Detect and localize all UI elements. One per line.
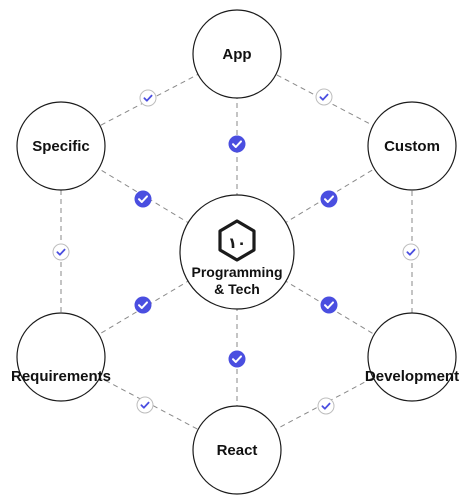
node-requirements-circle [16,312,106,402]
check-icon [228,350,246,368]
check-icon [402,243,420,261]
node-development-circle [367,312,457,402]
check-icon [320,190,338,208]
node-app-circle [192,9,282,99]
node-custom-label: Custom [384,138,440,155]
node-specific: Specific [16,101,106,191]
center-label-line1: Programming [191,264,282,280]
node-react: React [192,405,282,495]
node-specific-label: Specific [32,138,90,155]
check-badges [52,88,420,415]
check-icon [317,397,335,415]
check-icon [134,296,152,314]
check-icon [134,190,152,208]
node-app-label: App [222,46,251,63]
node-app: App [192,9,282,99]
check-icon [52,243,70,261]
node-specific-circle [16,101,106,191]
check-icon [320,296,338,314]
check-icon [139,89,157,107]
node-react-circle [192,405,282,495]
node-development: Development [365,312,459,402]
check-icon [315,88,333,106]
hexagon-logo-icon: ١٠ [218,219,256,262]
check-icon [136,396,154,414]
node-requirements-label: Requirements [11,368,111,385]
node-custom-circle [367,101,457,191]
check-icon [228,135,246,153]
node-requirements: Requirements [11,312,111,402]
logo-glyph: ١٠ [228,234,246,252]
node-react-label: React [217,442,258,459]
node-development-label: Development [365,368,459,385]
center-label-line2: & Tech [214,281,260,297]
node-custom: Custom [367,101,457,191]
center-circle [179,194,295,310]
center-node: ١٠ Programming & Tech [179,194,295,310]
